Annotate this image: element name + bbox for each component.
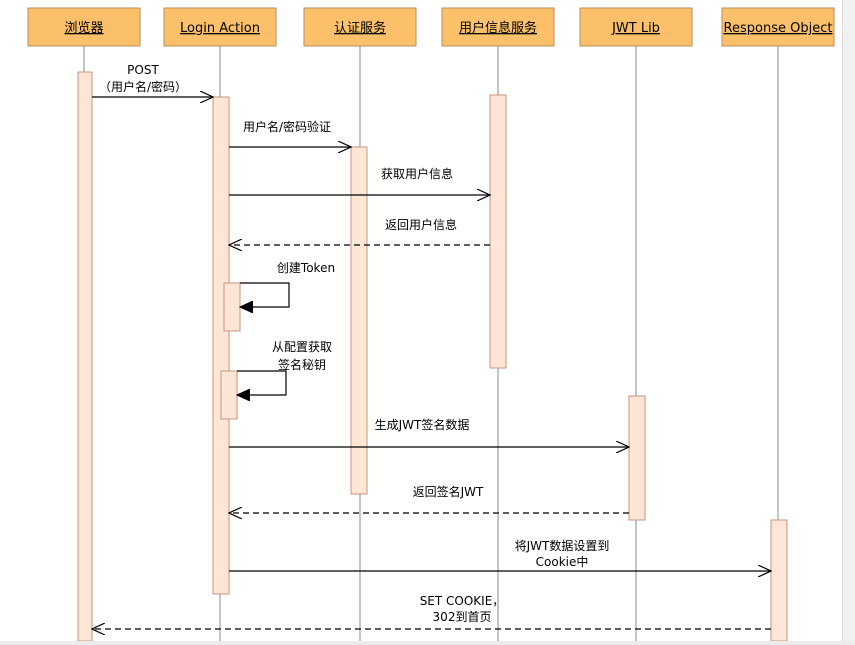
message-5[interactable]: 创建Token bbox=[240, 261, 335, 307]
message-label: 用户名/密码验证 bbox=[243, 119, 331, 134]
participant-box-resp[interactable] bbox=[721, 7, 835, 47]
participant-label-login: Login Action bbox=[180, 21, 260, 36]
activation-bar-browser bbox=[77, 71, 93, 641]
horizontal-scrollbar[interactable] bbox=[0, 641, 855, 645]
participant-box-auth[interactable] bbox=[303, 7, 417, 47]
participant-box-userinfo[interactable] bbox=[441, 7, 555, 47]
activation-bar-login-self-2 bbox=[220, 370, 238, 420]
message-label: SET COOKIE， bbox=[420, 594, 505, 608]
participant-label-auth: 认证服务 bbox=[334, 20, 386, 36]
participant-label-browser: 浏览器 bbox=[64, 20, 103, 36]
message-label: 302到首页 bbox=[433, 610, 492, 624]
self-message-arrow bbox=[237, 370, 287, 395]
activation-bar-auth bbox=[350, 146, 368, 495]
participant-label-userinfo: 用户信息服务 bbox=[459, 20, 537, 36]
activation-bar-resp bbox=[770, 519, 788, 641]
message-8[interactable]: 返回签名JWT bbox=[229, 484, 629, 513]
message-label: 获取用户信息 bbox=[381, 166, 453, 181]
vertical-scrollbar[interactable] bbox=[842, 0, 855, 645]
message-label: 生成JWT签名数据 bbox=[375, 417, 470, 432]
sequence-diagram: 浏览器 Login Action 认证服务 用户信息服务 JWT Lib Response… bbox=[27, 7, 835, 641]
self-message-arrow bbox=[240, 282, 290, 307]
message-4[interactable]: 返回用户信息 bbox=[229, 217, 490, 245]
participant-box-browser[interactable] bbox=[27, 7, 141, 47]
participant-box-jwt[interactable] bbox=[579, 7, 693, 47]
message-1[interactable]: POST （用户名/密码） bbox=[92, 63, 213, 97]
participant-label-jwt: JWT Lib bbox=[611, 21, 660, 36]
activation-bar-jwt bbox=[628, 395, 646, 521]
message-label: 将JWT数据设置到 bbox=[515, 538, 610, 553]
message-3[interactable]: 获取用户信息 bbox=[229, 166, 490, 195]
participant-label-resp: Response Object bbox=[724, 21, 833, 36]
participant-box-login[interactable] bbox=[163, 7, 277, 47]
message-label: 返回用户信息 bbox=[385, 217, 457, 232]
activation-bar-login bbox=[212, 96, 230, 595]
message-label: 从配置获取 bbox=[272, 340, 332, 354]
message-label: 签名秘钥 bbox=[278, 357, 326, 372]
message-label: 返回签名JWT bbox=[413, 484, 484, 499]
activation-bar-login-self-1 bbox=[223, 282, 241, 332]
activation-bar-userinfo bbox=[489, 94, 507, 369]
message-label: Cookie中 bbox=[536, 554, 589, 569]
message-label: （用户名/密码） bbox=[99, 79, 187, 94]
message-10[interactable]: SET COOKIE， 302到首页 bbox=[92, 594, 771, 629]
message-7[interactable]: 生成JWT签名数据 bbox=[229, 417, 629, 447]
message-label: 创建Token bbox=[277, 261, 335, 275]
message-label: POST bbox=[127, 63, 159, 77]
message-2[interactable]: 用户名/密码验证 bbox=[229, 119, 351, 147]
